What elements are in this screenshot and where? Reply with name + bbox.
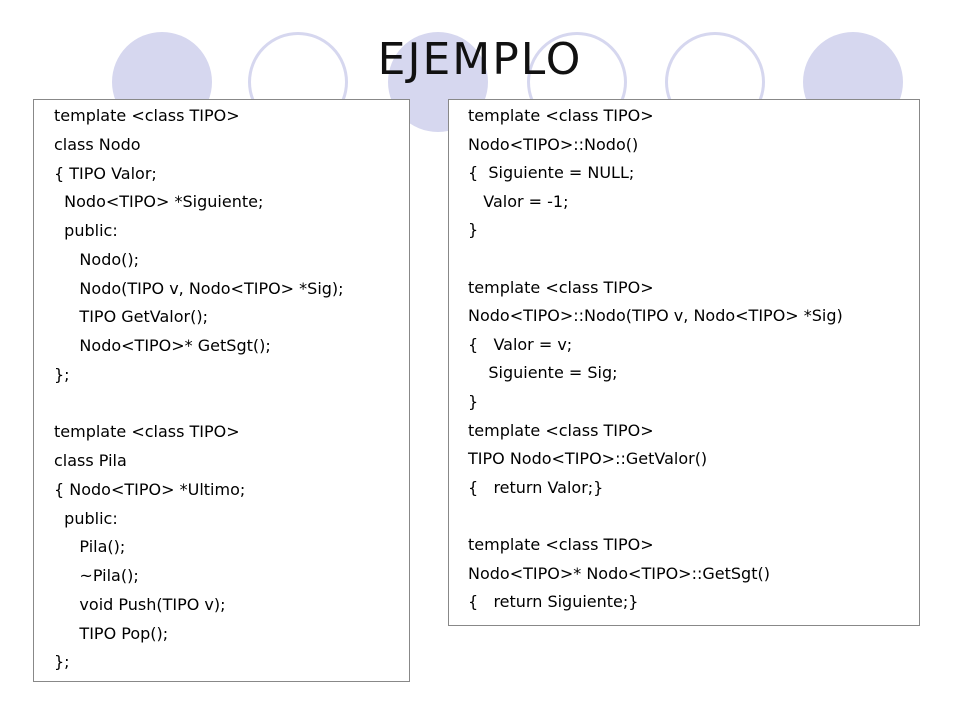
code-line: template <class TIPO> — [54, 106, 240, 125]
code-line: Nodo(); — [54, 249, 140, 269]
code-line: void Push(TIPO v); — [54, 594, 226, 614]
code-line: template <class TIPO> — [468, 535, 654, 554]
code-line: Nodo<TIPO>::Nodo() — [468, 134, 639, 154]
code-line: { Nodo<TIPO> *Ultimo; — [54, 479, 246, 499]
code-line: }; — [54, 364, 70, 384]
code-line: Valor = -1; — [468, 191, 569, 211]
left-code-box: template <class TIPO> class Nodo { TIPO Va… — [33, 99, 410, 682]
code-line: Nodo(TIPO v, Nodo<TIPO> *Sig); — [54, 278, 344, 298]
code-line: class Nodo — [54, 134, 141, 154]
code-line: Nodo<TIPO> *Siguiente; — [54, 192, 264, 212]
code-line: Nodo<TIPO>* GetSgt(); — [54, 336, 271, 355]
code-line: class Pila — [54, 451, 127, 470]
code-line: public: — [54, 508, 118, 528]
code-line: Nodo<TIPO>* Nodo<TIPO>::GetSgt() — [468, 563, 770, 583]
code-line: public: — [54, 221, 118, 240]
code-line: }; — [54, 652, 70, 672]
code-line: Nodo<TIPO>::Nodo(TIPO v, Nodo<TIPO> *Sig… — [468, 306, 843, 326]
code-line: } — [468, 220, 479, 240]
slide-title: EJEMPLO — [377, 34, 583, 85]
code-line: TIPO Nodo<TIPO>::GetValor() — [468, 449, 708, 469]
code-line: { return Siguiente;} — [468, 592, 639, 612]
code-line: } — [468, 392, 479, 411]
code-line: template <class TIPO> — [54, 422, 240, 442]
code-line: TIPO GetValor(); — [54, 307, 208, 327]
code-line: { Siguiente = NULL; — [468, 163, 635, 183]
code-line: template <class TIPO> — [468, 106, 654, 125]
code-line: { TIPO Valor; — [54, 163, 157, 183]
right-code-box: template <class TIPO>Nodo<TIPO>::Nodo(){… — [448, 99, 920, 626]
code-line: ~Pila(); — [54, 566, 139, 585]
code-line: Siguiente = Sig; — [468, 363, 618, 383]
code-line: { return Valor;} — [468, 477, 604, 497]
code-line: { Valor = v; — [468, 334, 573, 354]
code-line: TIPO Pop(); — [54, 623, 169, 643]
code-line: Pila(); — [54, 537, 126, 557]
code-line: template <class TIPO> — [468, 420, 654, 440]
code-line: template <class TIPO> — [468, 277, 654, 297]
